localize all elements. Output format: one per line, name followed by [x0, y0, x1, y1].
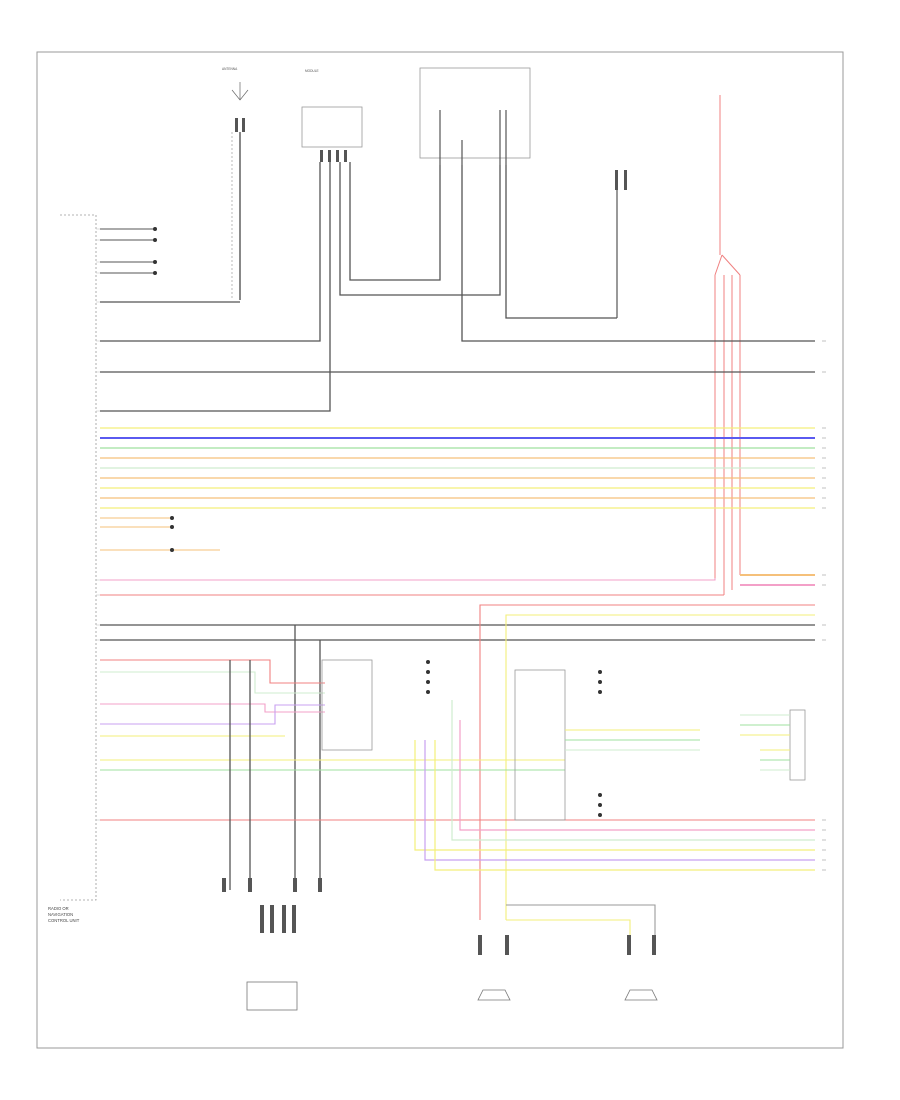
colored-bus-wires: [100, 427, 815, 509]
middle-module-a: [321, 659, 430, 751]
left-control-module: RADIO OR NAVIGATION CONTROL UNIT: [48, 214, 97, 923]
bottom-left-module: [222, 878, 322, 1011]
lower-right-wires: [414, 700, 815, 871]
left-pin-ticks: [96, 228, 100, 821]
middle-section-wires: [100, 659, 815, 890]
right-speaker: [624, 989, 658, 1001]
speaker-wires: [478, 904, 656, 955]
diagram-frame: [36, 51, 844, 1049]
left-stub-connectors: [100, 227, 220, 552]
svg-text:ANTENNA: ANTENNA: [222, 67, 238, 71]
right-side-connector: [565, 709, 806, 781]
fuse-component: [714, 95, 741, 595]
svg-text:MODULE: MODULE: [305, 69, 319, 73]
svg-text:CONTROL UNIT: CONTROL UNIT: [48, 918, 80, 923]
top-module-center: [419, 67, 531, 165]
right-terminal-ticks: [822, 340, 826, 871]
upper-gray-wires: [100, 162, 815, 890]
left-speaker: [477, 989, 511, 1001]
middle-module-b: [514, 669, 602, 821]
svg-text:NAVIGATION: NAVIGATION: [48, 912, 73, 917]
top-module-right: [615, 170, 627, 318]
antenna-component: ANTENNA: [222, 67, 249, 300]
top-module-left: MODULE: [301, 69, 363, 162]
right-colored-wires: [100, 574, 815, 920]
left-module-label: RADIO OR: [48, 906, 69, 911]
